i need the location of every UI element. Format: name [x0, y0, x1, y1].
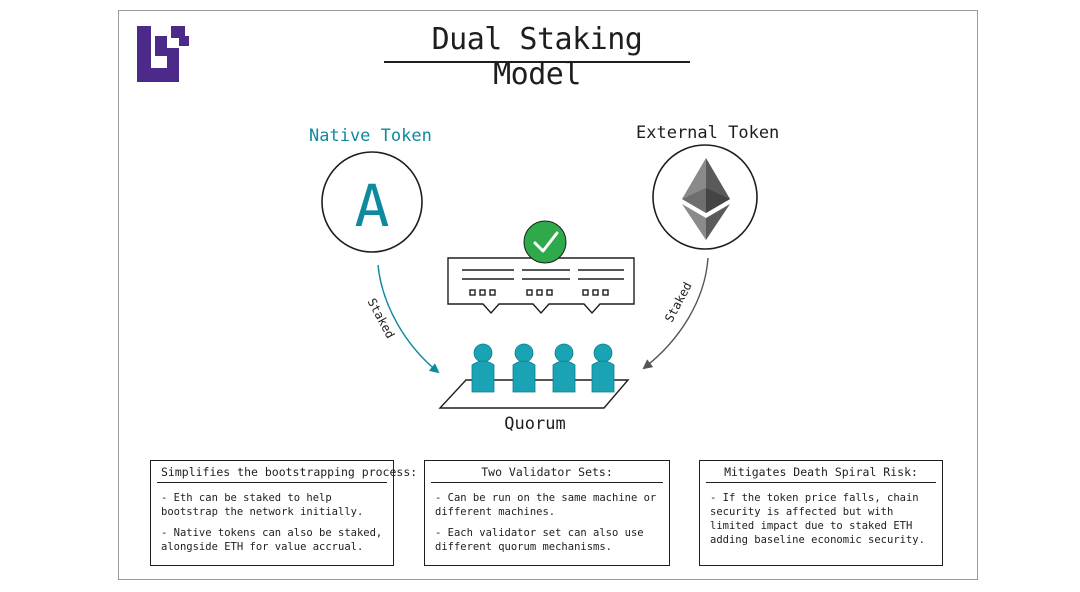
- box-point: - Native tokens can also be staked, alon…: [161, 527, 383, 553]
- box-point: - Can be run on the same machine or diff…: [435, 492, 657, 518]
- box-heading: Simplifies the bootstrapping process:: [157, 461, 417, 483]
- external-token-circle: [652, 144, 758, 250]
- staked-arrow-left: [377, 264, 440, 374]
- checkmark-icon: [523, 220, 567, 264]
- validator-person-icon: [471, 343, 615, 393]
- bootstrapping-box: Simplifies the bootstrapping process: - …: [150, 460, 417, 566]
- quorum-label: Quorum: [504, 414, 566, 434]
- brand-logo-icon: [137, 26, 189, 82]
- box-point: - If the token price falls, chain securi…: [710, 492, 925, 546]
- ethereum-icon: [682, 158, 730, 240]
- title-underline: [384, 61, 690, 63]
- native-token-circle: A: [321, 151, 423, 253]
- staked-arrow-right: [642, 257, 709, 370]
- message-bubbles-icon: [447, 257, 635, 315]
- native-token-label: Native Token: [309, 126, 432, 146]
- validator-sets-box: Two Validator Sets: - Can be run on the …: [424, 460, 670, 566]
- external-token-label: External Token: [636, 123, 780, 143]
- box-point: - Eth can be staked to help bootstrap th…: [161, 492, 364, 518]
- native-token-symbol: A: [355, 172, 390, 240]
- box-heading: Mitigates Death Spiral Risk:: [706, 461, 936, 483]
- box-heading: Two Validator Sets:: [431, 461, 663, 483]
- death-spiral-box: Mitigates Death Spiral Risk: - If the to…: [699, 460, 943, 566]
- box-point: - Each validator set can also use differ…: [435, 527, 644, 553]
